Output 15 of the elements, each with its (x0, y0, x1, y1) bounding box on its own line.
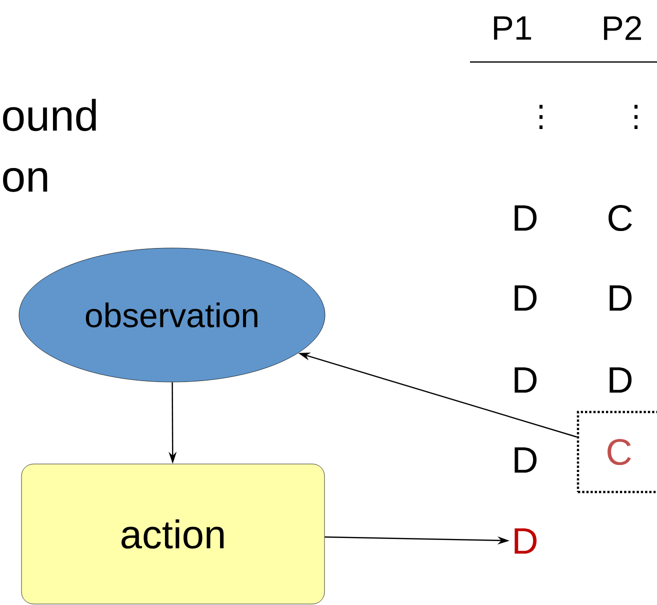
ellipsis: ⋮ (634, 104, 638, 130)
action-box: action (21, 464, 325, 604)
ellipsis: ⋮ (539, 104, 543, 130)
body-text: ound (3, 98, 96, 132)
table-cell: D (514, 528, 537, 554)
table-cell: D (514, 285, 537, 311)
column-header: P2 (604, 16, 642, 40)
table-cell: D (514, 447, 537, 473)
table-cell: D (610, 285, 632, 311)
highlight-box: C (576, 410, 657, 494)
table-cell: C (608, 204, 632, 232)
table-cell: D (514, 367, 537, 393)
table-cell: D (514, 205, 537, 231)
body-text: on (3, 168, 48, 192)
column-header: P1 (494, 16, 532, 40)
